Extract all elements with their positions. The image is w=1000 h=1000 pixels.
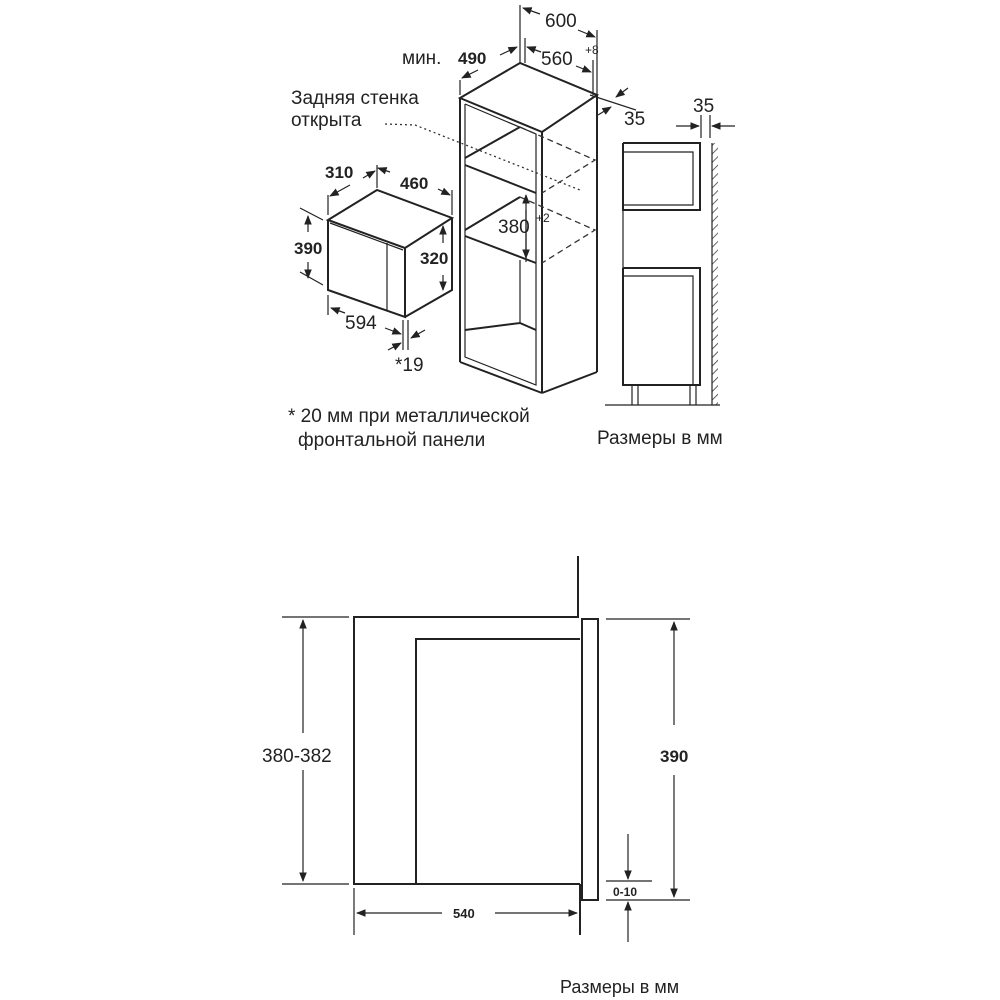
microwave-iso — [299, 165, 455, 351]
dim-niche-height: 380 — [498, 217, 530, 238]
dim-front-offset: *19 — [395, 355, 424, 376]
dim-niche-height-range: 380-382 — [262, 746, 332, 767]
section-view — [282, 556, 690, 942]
tall-cabinet — [384, 61, 600, 394]
dim-side-gap: 35 — [693, 96, 714, 117]
dim-device-body-height: 320 — [420, 249, 448, 268]
units-note-bottom: Размеры в мм — [560, 977, 679, 997]
wall-hatch — [712, 143, 718, 405]
rear-wall-note-line2: открыта — [291, 110, 362, 131]
dim-device-height: 390 — [294, 239, 322, 258]
dim-depth: 540 — [453, 906, 475, 921]
dim-device-width: 594 — [345, 313, 377, 334]
side-view — [605, 115, 735, 406]
dimension-lines-top — [459, 5, 637, 262]
dim-device-depth: 310 — [325, 163, 353, 182]
footnote-line1: * 20 мм при металлической — [288, 406, 530, 427]
dim-width-niche-tol: +8 — [585, 43, 599, 57]
dim-device-height-side: 390 — [660, 747, 688, 766]
units-note-top: Размеры в мм — [597, 428, 723, 449]
dim-niche-height-tol: +2 — [536, 211, 550, 225]
dim-width-total: 600 — [545, 11, 577, 32]
dim-depth-min: 490 — [458, 49, 486, 68]
dim-width-niche: 560 — [541, 49, 573, 70]
dim-offset: 0-10 — [613, 885, 637, 899]
rear-wall-note-line1: Задняя стенка — [291, 88, 419, 109]
dim-device-body-width: 460 — [400, 174, 428, 193]
footnote-line2: фронтальной панели — [298, 430, 485, 451]
min-prefix: мин. — [402, 48, 441, 69]
dim-back-gap: 35 — [624, 109, 645, 130]
